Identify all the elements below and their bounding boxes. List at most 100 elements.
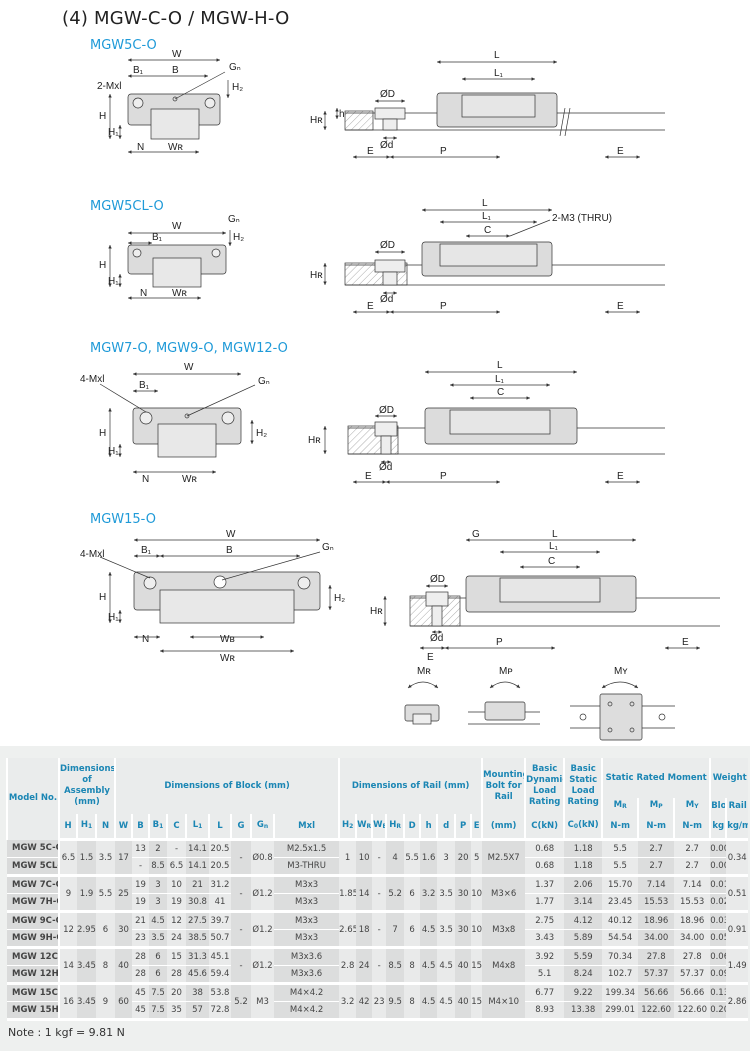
label-H: H	[99, 111, 106, 122]
front-view-mgw5cl	[108, 230, 232, 300]
cell-l1: 30.8	[186, 893, 209, 913]
cell-w: 30	[115, 911, 132, 949]
cell-my: 7.14	[674, 875, 711, 894]
cell-b1: 6	[149, 965, 167, 985]
cell-mp: 122.60	[638, 1001, 675, 1021]
label-OD: ØD	[380, 240, 395, 251]
cell-b1: 7.5	[149, 983, 167, 1002]
cell-wr: 10	[356, 839, 373, 877]
symbol-base: H	[389, 820, 397, 830]
cell-h2: 3.2	[339, 983, 357, 1021]
cell-gn: Ø1.2	[251, 911, 274, 949]
symbol-base: C	[173, 820, 180, 831]
header-symbol: P	[454, 814, 472, 841]
model-no-cell: MGW 5CL-O	[7, 857, 60, 877]
cell-mxl: M3x3	[274, 893, 340, 913]
header-symbol: kg/m	[725, 814, 749, 841]
cell-cd: 0.68	[525, 839, 565, 858]
cell-bolt: M4x8	[482, 947, 526, 985]
label-moment-MY: Mʏ	[614, 666, 628, 677]
cell-cd: 5.1	[525, 965, 565, 985]
header-symbol: L1	[185, 814, 209, 841]
header-weight: Weight	[709, 758, 749, 798]
cell-my: 15.53	[674, 893, 711, 913]
cell-l: 72.8	[209, 1001, 231, 1021]
cell-c0: 8.24	[564, 965, 603, 985]
symbol-subscript: 1	[87, 823, 93, 830]
header-symbol: WB	[371, 814, 387, 841]
label-H2: H₂	[256, 428, 267, 439]
header-moment-my: MY	[673, 798, 711, 814]
cell-g: -	[231, 839, 251, 877]
header-symbol: B1	[148, 814, 167, 841]
cell-h2: 2.8	[339, 947, 357, 985]
cell-hr: 5.2	[386, 875, 405, 913]
cell-p: 30	[455, 875, 472, 913]
cell-block: 0.006	[710, 839, 727, 858]
cell-h2: 2.65	[339, 911, 357, 949]
label-L1: L₁	[495, 374, 505, 385]
cell-l: 31.2	[209, 875, 231, 894]
cell-e: 15	[471, 983, 483, 1021]
cell-l: 20.5	[209, 839, 231, 858]
symbol-base: (mm)	[490, 820, 517, 831]
cell-mxl: M3x3.6	[274, 947, 340, 966]
cell-mr: 70.34	[602, 947, 639, 966]
label-L: L	[497, 360, 503, 371]
cell-b: 28	[132, 965, 149, 985]
cell-d: 4.5	[437, 947, 456, 985]
cell-d: 6	[404, 911, 421, 949]
label-B1: B₁	[152, 232, 163, 243]
cell-b: 19	[132, 893, 149, 913]
cell-block: 0.006	[710, 857, 727, 877]
cell-block: 0.026	[710, 893, 727, 913]
cell-wr: 14	[356, 875, 373, 913]
symbol-subscript: R	[366, 823, 372, 830]
label-E: E	[617, 146, 624, 157]
label-N: N	[140, 288, 147, 299]
cell-l: 39.7	[209, 911, 231, 930]
header-moment-mr: MR	[601, 798, 639, 814]
model-no-cell: MGW 9C-O	[7, 911, 60, 930]
label-moment-MR: Mʀ	[417, 666, 431, 677]
label-Od: Ød	[380, 140, 393, 151]
cell-d: 3.5	[437, 911, 456, 949]
label-h: h	[339, 109, 345, 120]
cell-p: 40	[455, 947, 472, 985]
header-symbol: d	[436, 814, 456, 841]
cell-rail: 2.86	[726, 983, 749, 1021]
symbol-subscript: 0	[573, 823, 579, 830]
cell-block: 0.038	[710, 911, 727, 930]
header-symbol: N-m	[673, 814, 711, 841]
cell-block: 0.066	[710, 947, 727, 966]
cell-bolt: M2.5X7	[482, 839, 526, 877]
cell-wr: 24	[356, 947, 373, 985]
label-Gn: Gₙ	[229, 62, 241, 73]
cell-b1: 3	[149, 875, 167, 894]
cell-rail: 0.51	[726, 875, 749, 913]
label-OD: ØD	[380, 89, 395, 100]
cell-d: 5.5	[404, 839, 421, 877]
cell-w: 60	[115, 983, 132, 1021]
cell-l1: 14.1	[186, 839, 209, 858]
cell-g: -	[231, 911, 251, 949]
symbol-base: W	[118, 820, 129, 831]
cell-mr: 199.34	[602, 983, 639, 1002]
symbol-base: B	[137, 820, 144, 831]
symbol-base: L	[217, 820, 223, 831]
cell-block: 0.053	[710, 929, 727, 949]
header-symbol: HR	[385, 814, 405, 841]
header-symbol: C(kN)	[524, 814, 565, 841]
cell-c0: 4.12	[564, 911, 603, 930]
symbol-subscript: R	[396, 823, 401, 830]
label-E: E	[617, 301, 624, 312]
cell-l1: 38	[186, 983, 209, 1002]
symbol-base: D	[408, 820, 416, 831]
label-Od: Ød	[379, 462, 392, 473]
cell-mr: 5.5	[602, 857, 639, 877]
cell-l1: 57	[186, 1001, 209, 1021]
label-B1: B₁	[141, 545, 152, 556]
cell-g: -	[231, 875, 251, 913]
cell-n: 8	[96, 947, 115, 985]
